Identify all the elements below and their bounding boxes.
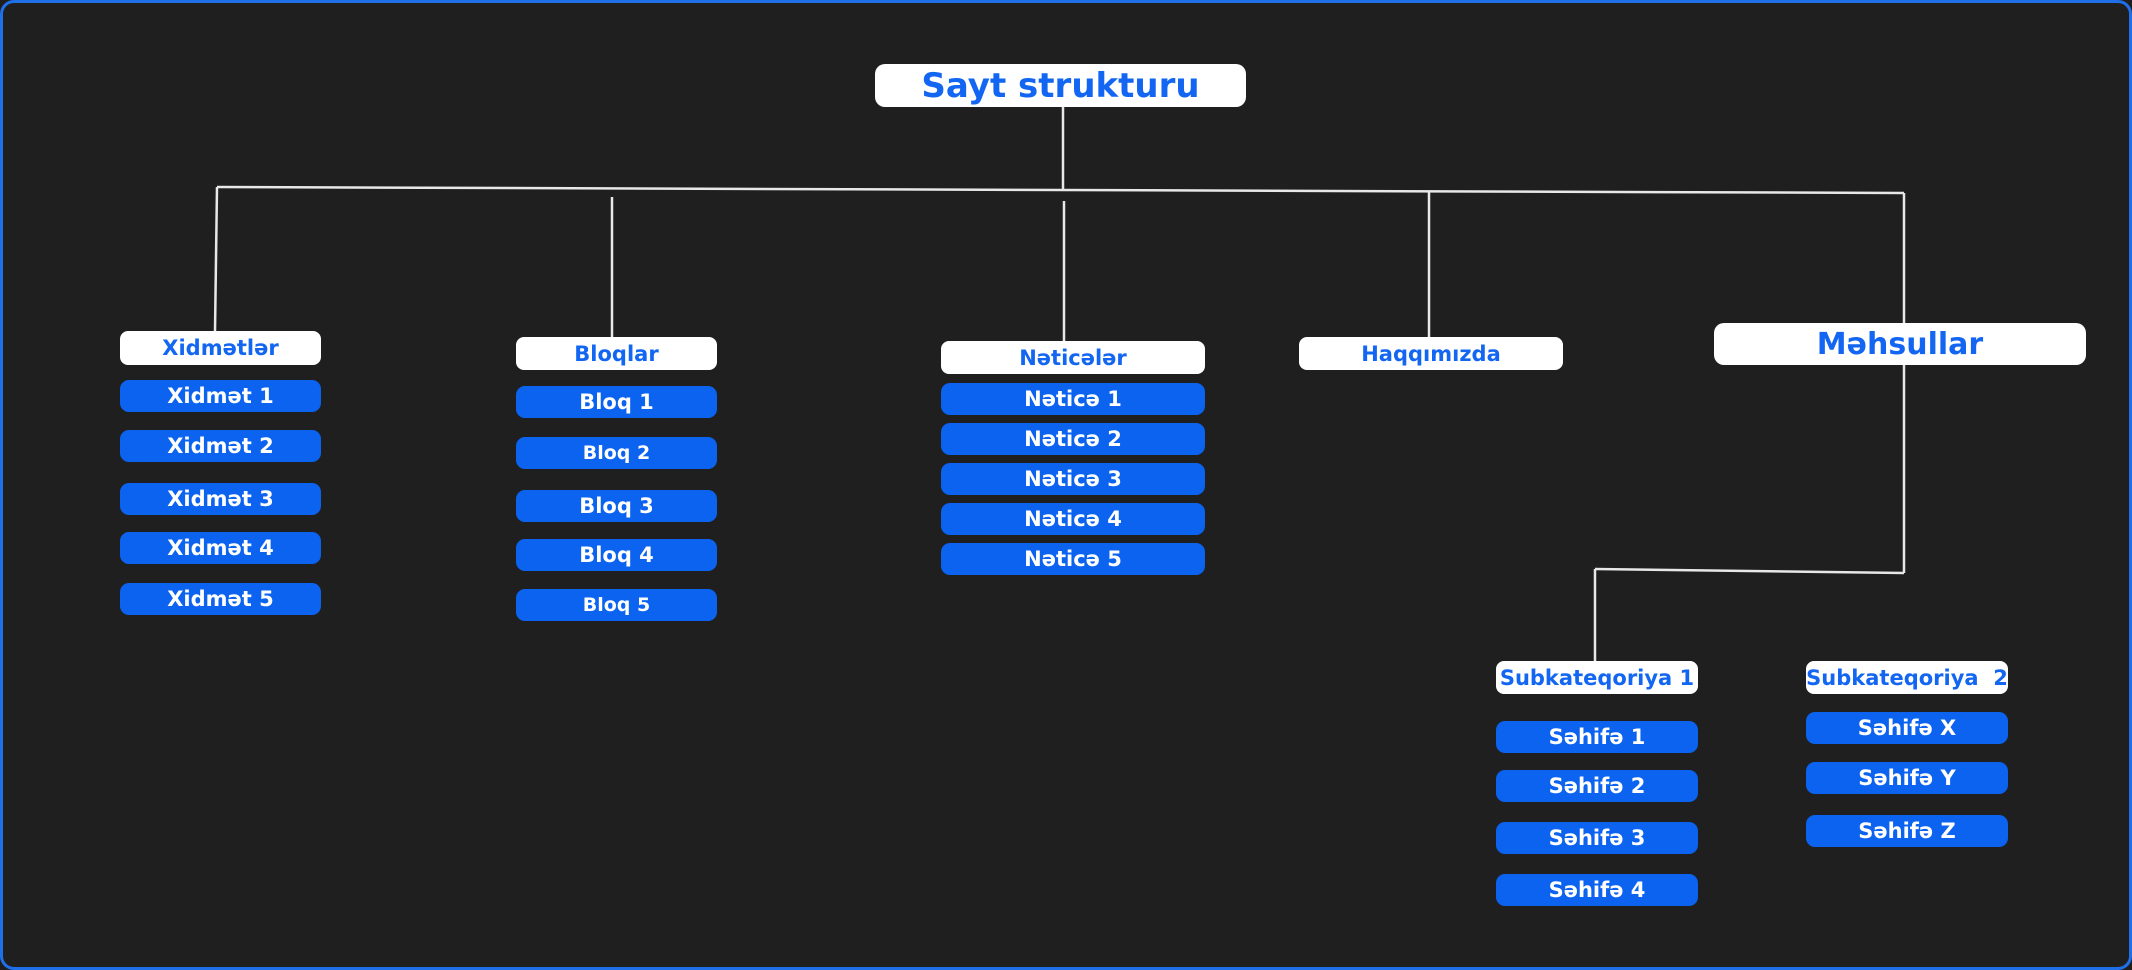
list-item-page-z: Səhifə Z (1806, 815, 2008, 847)
category-about: Haqqımızda (1299, 337, 1563, 370)
connector-services (213, 186, 219, 332)
list-item-blog-3: Bloq 3 (516, 490, 717, 522)
list-item-blog-4: Bloq 4 (516, 539, 717, 571)
connector-main-bus (216, 185, 1905, 195)
list-item-page-x: Səhifə X (1806, 712, 2008, 744)
list-item-page-y: Səhifə Y (1806, 762, 2008, 794)
category-products: Məhsullar (1714, 323, 2086, 365)
category-services: Xidmətlər (120, 331, 321, 365)
list-item-result-3: Nəticə 3 (941, 463, 1205, 495)
list-item-blog-5: Bloq 5 (516, 589, 717, 621)
list-item-result-1: Nəticə 1 (941, 383, 1205, 415)
list-item-service-5: Xidmət 5 (120, 583, 321, 615)
list-item-page-2: Səhifə 2 (1496, 770, 1698, 802)
list-item-service-1: Xidmət 1 (120, 380, 321, 412)
list-item-page-1: Səhifə 1 (1496, 721, 1698, 753)
connector-lines (213, 107, 1906, 661)
list-item-page-4: Səhifə 4 (1496, 874, 1698, 906)
list-item-result-5: Nəticə 5 (941, 543, 1205, 575)
list-item-result-2: Nəticə 2 (941, 423, 1205, 455)
list-item-blog-2: Bloq 2 (516, 437, 717, 469)
root-node: Sayt strukturu (875, 64, 1246, 107)
list-item-service-4: Xidmət 4 (120, 532, 321, 564)
list-item-page-3: Səhifə 3 (1496, 822, 1698, 854)
connector-sub-bus (1594, 567, 1905, 575)
list-item-service-2: Xidmət 2 (120, 430, 321, 462)
category-results: Nəticələr (941, 341, 1205, 374)
subcategory-1: Subkateqoriya 1 (1496, 661, 1698, 694)
list-item-result-4: Nəticə 4 (941, 503, 1205, 535)
subcategory-2: Subkateqoriya 2 (1806, 661, 2008, 694)
list-item-blog-1: Bloq 1 (516, 386, 717, 418)
list-item-service-3: Xidmət 3 (120, 483, 321, 515)
category-blogs: Bloqlar (516, 337, 717, 370)
